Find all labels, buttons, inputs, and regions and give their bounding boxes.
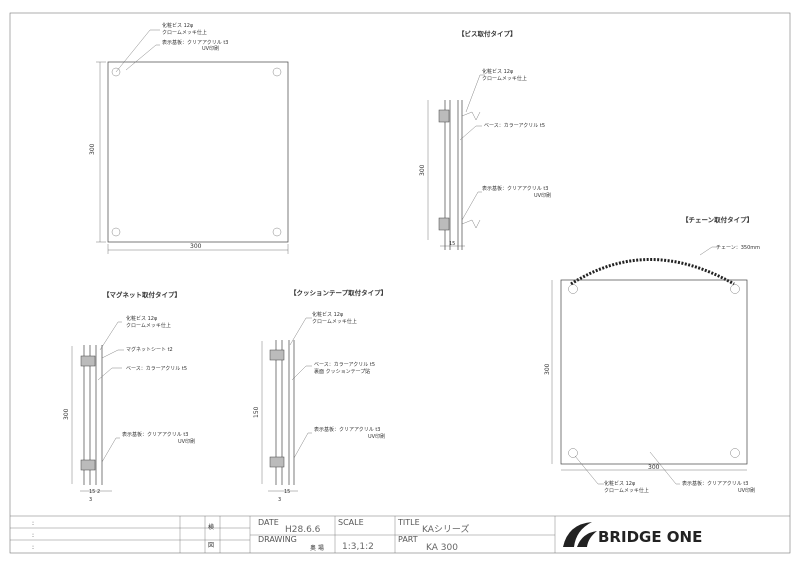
screw-head	[80, 459, 96, 471]
magnet-note: マグネットシート t2	[126, 346, 173, 353]
date-label: DATE	[258, 518, 279, 527]
screw-note: 化粧ビス 12φ	[126, 315, 158, 322]
screw-hole	[111, 67, 121, 77]
cushion-type-title: 【クッションテープ取付タイプ】	[290, 288, 387, 297]
tb-drawn-label: 図	[208, 542, 214, 549]
screw-head	[269, 456, 285, 468]
screw-type-title: 【ビス取付タイプ】	[458, 29, 517, 38]
width-dimension: 300	[648, 464, 660, 471]
front-view: 化粧ビス 12φ クロームメッキ仕上 表示基板：クリアアクリル t3 UV印刷 …	[89, 22, 289, 254]
tb-colon: :	[32, 532, 34, 539]
height-dimension: 150	[253, 406, 260, 418]
screw-note: 化粧ビス 12φ	[312, 311, 344, 318]
plate-print-note: UV印刷	[178, 438, 195, 445]
sheet-border	[9, 12, 791, 554]
screw-note: 化粧ビス 12φ	[604, 480, 636, 487]
width-dimension: 300	[190, 243, 202, 250]
bottom-dimension-3: 3	[89, 497, 92, 503]
plate-print-note: UV印刷	[202, 45, 219, 52]
scale-label: SCALE	[338, 518, 364, 527]
plate-print-note: UV印刷	[368, 433, 385, 440]
plate-print-note: UV印刷	[738, 487, 755, 494]
plate-note: 表示基板：クリアアクリル t3	[314, 426, 380, 433]
height-dimension: 300	[89, 143, 96, 155]
cushion-note: 裏面 クッションテープ貼	[314, 368, 370, 375]
height-dimension: 300	[544, 363, 551, 375]
plate-print-note: UV印刷	[534, 192, 551, 199]
magnet-type-view: 【マグネット取付タイプ】 化粧ビス 12φ クロームメッキ仕上 マグネットシート…	[63, 290, 195, 503]
scale-value: 1:3,1:2	[342, 542, 374, 552]
title-block: : : : 検 図 DATE H28.6.6 SCALE 1:3,1:2 DRA…	[10, 515, 790, 553]
screw-finish-note: クロームメッキ仕上	[162, 29, 207, 36]
leader-line	[125, 44, 160, 71]
screw-head	[438, 217, 450, 231]
screw-hole	[111, 227, 121, 237]
chain-hole	[568, 284, 578, 294]
brand-name: BRIDGE ONE	[598, 528, 702, 546]
screw-finish-note: クロームメッキ仕上	[312, 318, 357, 325]
tb-colon: :	[32, 544, 34, 551]
base-note: ベース：カラーアクリル t5	[314, 362, 375, 368]
base-note: ベース：カラーアクリル t5	[484, 123, 545, 129]
chain-note: チェーン：350mm	[716, 245, 760, 251]
date-value: H28.6.6	[285, 525, 321, 535]
screw-note: 化粧ビス 12φ	[482, 68, 514, 75]
screw-hole	[272, 227, 282, 237]
plate-note: 表示基板：クリアアクリル t3	[162, 39, 228, 46]
drawing-value: 奥 場	[310, 544, 324, 552]
chain	[570, 258, 735, 286]
screw-hole	[272, 67, 282, 77]
magnet-type-title: 【マグネット取付タイプ】	[103, 290, 181, 299]
screw-finish-note: クロームメッキ仕上	[604, 487, 649, 494]
base-note: ベース：カラーアクリル t5	[126, 366, 187, 372]
chain-type-title: 【チェーン取付タイプ】	[682, 215, 753, 224]
title-label: TITLE	[397, 518, 420, 527]
part-value: KA 300	[426, 543, 458, 553]
bottom-dimension-3: 3	[278, 497, 281, 503]
plate-note: 表示基板：クリアアクリル t3	[122, 431, 188, 438]
bottom-dimensions: 15 2	[89, 489, 100, 495]
plate-note: 表示基板：クリアアクリル t3	[682, 480, 748, 487]
height-dimension: 300	[63, 408, 70, 420]
cushion-type-view: 【クッションテープ取付タイプ】 化粧ビス 12φ クロームメッキ仕上 ベース：カ…	[253, 288, 387, 503]
screw-hole	[730, 448, 740, 458]
screw-type-view: 【ビス取付タイプ】 化粧ビス 12φ クロームメッキ仕上 ベース：カラーアクリル…	[419, 29, 551, 250]
leader-line	[115, 29, 160, 73]
screw-note: 化粧ビス 12φ	[162, 22, 194, 29]
chain-type-view: 【チェーン取付タイプ】 チェーン：350mm 化粧ビス 12φ クロームメッキ仕…	[544, 215, 760, 494]
screw-head	[80, 355, 96, 367]
screw-head	[269, 349, 285, 361]
screw-head	[438, 109, 450, 123]
plate-note: 表示基板：クリアアクリル t3	[482, 185, 548, 192]
bridge-one-logo: BRIDGE ONE	[563, 522, 702, 547]
tb-colon: :	[32, 520, 34, 527]
tb-check-label: 検	[208, 523, 214, 531]
chain-hole	[730, 284, 740, 294]
bottom-dimensions: 15	[284, 489, 290, 495]
screw-finish-note: クロームメッキ仕上	[482, 75, 527, 82]
height-dimension: 300	[419, 164, 426, 176]
front-plate	[107, 61, 289, 243]
screw-hole	[568, 448, 578, 458]
part-label: PART	[398, 535, 418, 544]
title-value: KAシリーズ	[422, 523, 469, 535]
drawing-label: DRAWING	[258, 535, 297, 544]
chain-plate	[560, 279, 748, 465]
bottom-dimensions: 15	[449, 241, 455, 247]
screw-finish-note: クロームメッキ仕上	[126, 322, 171, 329]
